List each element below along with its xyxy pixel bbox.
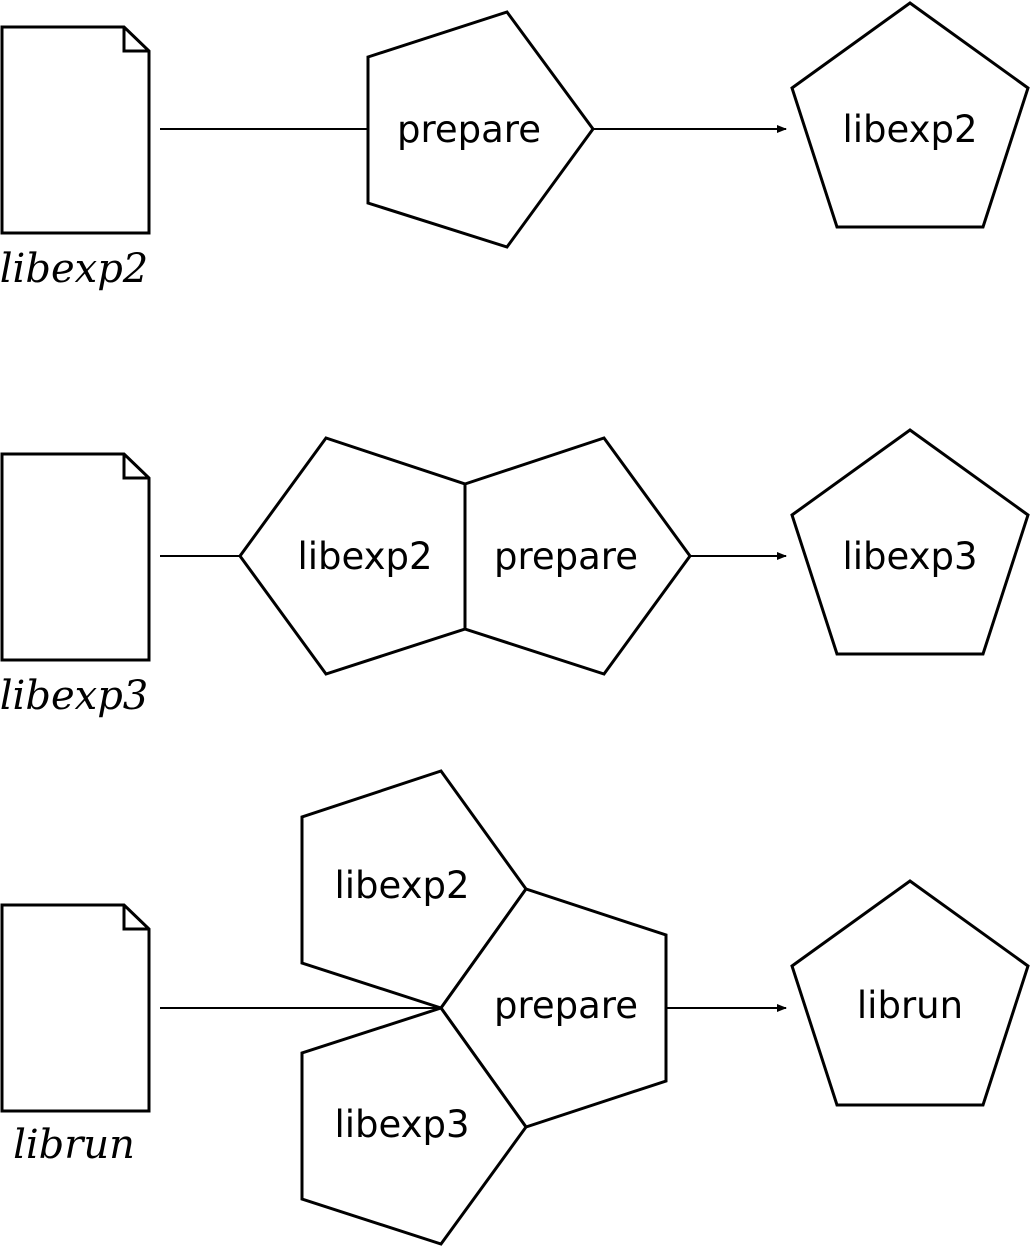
result-pentagon xyxy=(790,428,1030,656)
piece-label: prepare xyxy=(494,535,638,578)
row-1: libexp2 prepare libexp2 xyxy=(0,1,1030,292)
pentagon-piece-libexp3 xyxy=(300,1006,528,1246)
file-caption: libexp2 xyxy=(0,246,148,292)
file-icon xyxy=(0,903,151,1113)
piece-label: prepare xyxy=(397,108,541,151)
file-caption: librun xyxy=(13,1122,135,1168)
result-label: libexp3 xyxy=(842,535,977,578)
file-caption: libexp3 xyxy=(0,673,148,719)
result-label: librun xyxy=(857,984,963,1027)
file-icon xyxy=(0,452,151,662)
piece-label: libexp2 xyxy=(334,864,469,907)
result-pentagon xyxy=(790,879,1030,1107)
row-2: libexp3 libexp2 prepare libexp3 xyxy=(0,428,1030,719)
row-3: librun libexp2 prepare libexp3 librun xyxy=(0,769,1030,1246)
piece-label: libexp3 xyxy=(334,1103,469,1146)
piece-label: libexp2 xyxy=(297,535,432,578)
pentagon-piece-prepare xyxy=(366,10,595,249)
piece-label: prepare xyxy=(494,984,638,1027)
pentagon-piece-prepare xyxy=(463,436,692,676)
result-pentagon xyxy=(790,1,1030,229)
file-icon xyxy=(0,25,151,235)
result-label: libexp2 xyxy=(842,108,977,151)
